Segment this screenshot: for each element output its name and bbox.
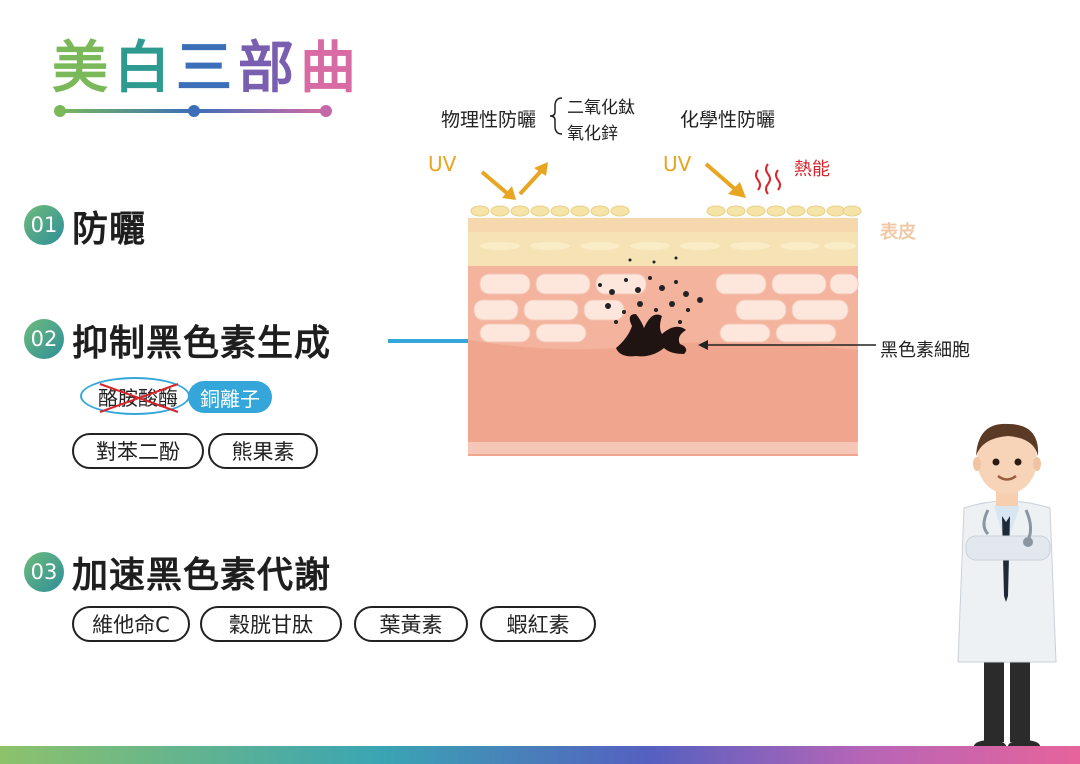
pill-hydroquinone: 對苯二酚 xyxy=(72,433,204,469)
pill-lutein: 葉黃素 xyxy=(354,606,468,642)
title-char-1: 美 xyxy=(52,36,110,101)
title-char-3: 三 xyxy=(176,36,234,101)
chemical-sunscreen-label: 化學性防曬 xyxy=(680,109,776,131)
sunscreen-particles xyxy=(470,205,862,217)
doctor-illustration xyxy=(957,423,1057,752)
melanocyte-label: 黑色素細胞 xyxy=(880,340,970,361)
title-underline xyxy=(54,105,332,117)
pill-astaxanthin: 蝦紅素 xyxy=(480,606,596,642)
stratum-lines xyxy=(480,242,856,250)
heading-accelerate-metabolism: 加速黑色素代謝 xyxy=(72,555,332,596)
item-number-02: 02 xyxy=(24,319,64,359)
uv-label-left: UV xyxy=(428,152,457,176)
skin-cells xyxy=(473,273,859,343)
title-char-5: 曲 xyxy=(300,36,358,101)
uv-arrow-right-icon xyxy=(704,162,746,198)
copper-ion-badge: 銅離子 xyxy=(188,381,272,413)
uv-arrow-left-icon xyxy=(480,162,548,200)
uv-label-right: UV xyxy=(663,152,692,176)
titanium-dioxide-label: 二氧化鈦 xyxy=(567,98,635,118)
melanin-granules xyxy=(598,256,703,324)
heat-waves-icon xyxy=(755,163,781,195)
physical-sunscreen-label: 物理性防曬 xyxy=(441,109,537,131)
melanocyte-icon xyxy=(616,314,687,357)
page-title: 美 白 三 部 曲 xyxy=(52,34,358,104)
pill-glutathione: 穀胱甘肽 xyxy=(200,606,342,642)
heading-inhibit-melanin: 抑制黑色素生成 xyxy=(72,323,332,364)
pill-vitamin-c: 維他命C xyxy=(72,606,190,642)
bottom-gradient-bar xyxy=(0,746,1080,764)
heat-label: 熱能 xyxy=(794,159,830,180)
title-char-2: 白 xyxy=(114,36,172,101)
zinc-oxide-label: 氧化鋅 xyxy=(567,124,618,144)
epidermis-label: 表皮 xyxy=(880,222,916,243)
pill-arbutin: 熊果素 xyxy=(208,433,318,469)
item-number-03: 03 xyxy=(24,552,64,592)
title-char-4: 部 xyxy=(238,36,296,101)
skin-diagram xyxy=(468,162,876,456)
brace-icon xyxy=(549,97,563,135)
heading-sunscreen: 防曬 xyxy=(72,209,147,250)
item-number-01: 01 xyxy=(24,205,64,245)
cross-mark-icon xyxy=(99,383,179,413)
